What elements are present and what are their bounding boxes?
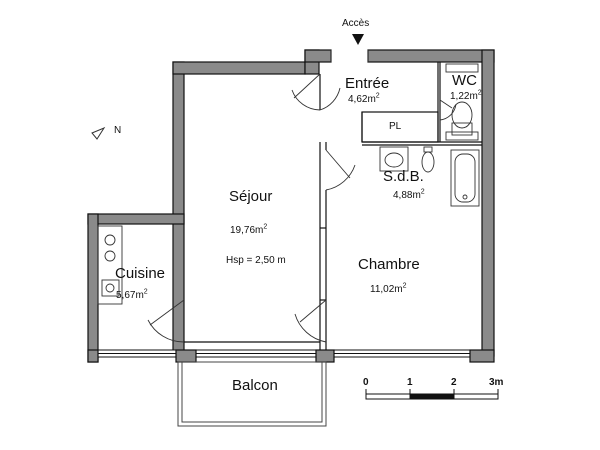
- wc-fixtures: [445, 63, 479, 141]
- sejour-area-value: 19,76m: [230, 225, 264, 236]
- scale-bar: [365, 389, 499, 400]
- entree-name: Entrée: [345, 75, 390, 92]
- sejour-area-unit: 2: [263, 223, 268, 231]
- placard: [361, 111, 439, 143]
- sdb-area: 4,88m2: [393, 188, 425, 201]
- chambre-name: Chambre: [358, 256, 420, 273]
- north-arrow-icon: [91, 126, 106, 140]
- balcon-name: Balcon: [232, 377, 278, 394]
- sejour-name: Séjour: [229, 188, 273, 205]
- placard-label: PL: [389, 121, 402, 132]
- wc-area-unit: 2: [477, 89, 482, 97]
- entree-area: 4,62m2: [348, 92, 380, 105]
- access-label: Accès: [342, 18, 370, 29]
- ceiling-height-note: Hsp = 2,50 m: [226, 255, 286, 266]
- balcony: [177, 361, 327, 427]
- wc-area-value: 1,22m: [450, 91, 478, 102]
- north-label: N: [114, 125, 122, 136]
- exterior-walls: [87, 49, 495, 363]
- scale-tick-0: 0: [363, 377, 369, 388]
- sdb-name: S.d.B.: [383, 168, 424, 185]
- wc-area: 1,22m2: [450, 89, 482, 102]
- access-arrow-icon: [352, 34, 364, 45]
- cuisine-area-value: 5,67m: [116, 290, 144, 301]
- windows: [97, 349, 471, 358]
- bottom-wall-piers: [87, 349, 495, 363]
- interior-walls: [184, 62, 482, 350]
- cuisine-area-unit: 2: [143, 288, 148, 296]
- kitchen-fixtures: [97, 225, 123, 305]
- sdb-area-unit: 2: [420, 188, 425, 196]
- wc-name: WC: [452, 72, 477, 89]
- doors: [147, 50, 457, 343]
- sejour-area: 19,76m2: [230, 223, 268, 236]
- chambre-area: 11,02m2: [370, 282, 407, 295]
- sdb-area-value: 4,88m: [393, 190, 421, 201]
- entree-area-unit: 2: [375, 92, 380, 100]
- cuisine-area: 5,67m2: [116, 288, 148, 301]
- scale-tick-1: 1: [407, 377, 413, 388]
- chambre-area-value: 11,02m: [370, 284, 403, 295]
- cuisine-name: Cuisine: [115, 265, 166, 282]
- bathroom-fixtures: [379, 146, 480, 207]
- scale-tick-2: 2: [451, 377, 457, 388]
- entree-area-value: 4,62m: [348, 94, 376, 105]
- scale-tick-3m: 3m: [489, 377, 504, 388]
- chambre-area-unit: 2: [402, 282, 407, 290]
